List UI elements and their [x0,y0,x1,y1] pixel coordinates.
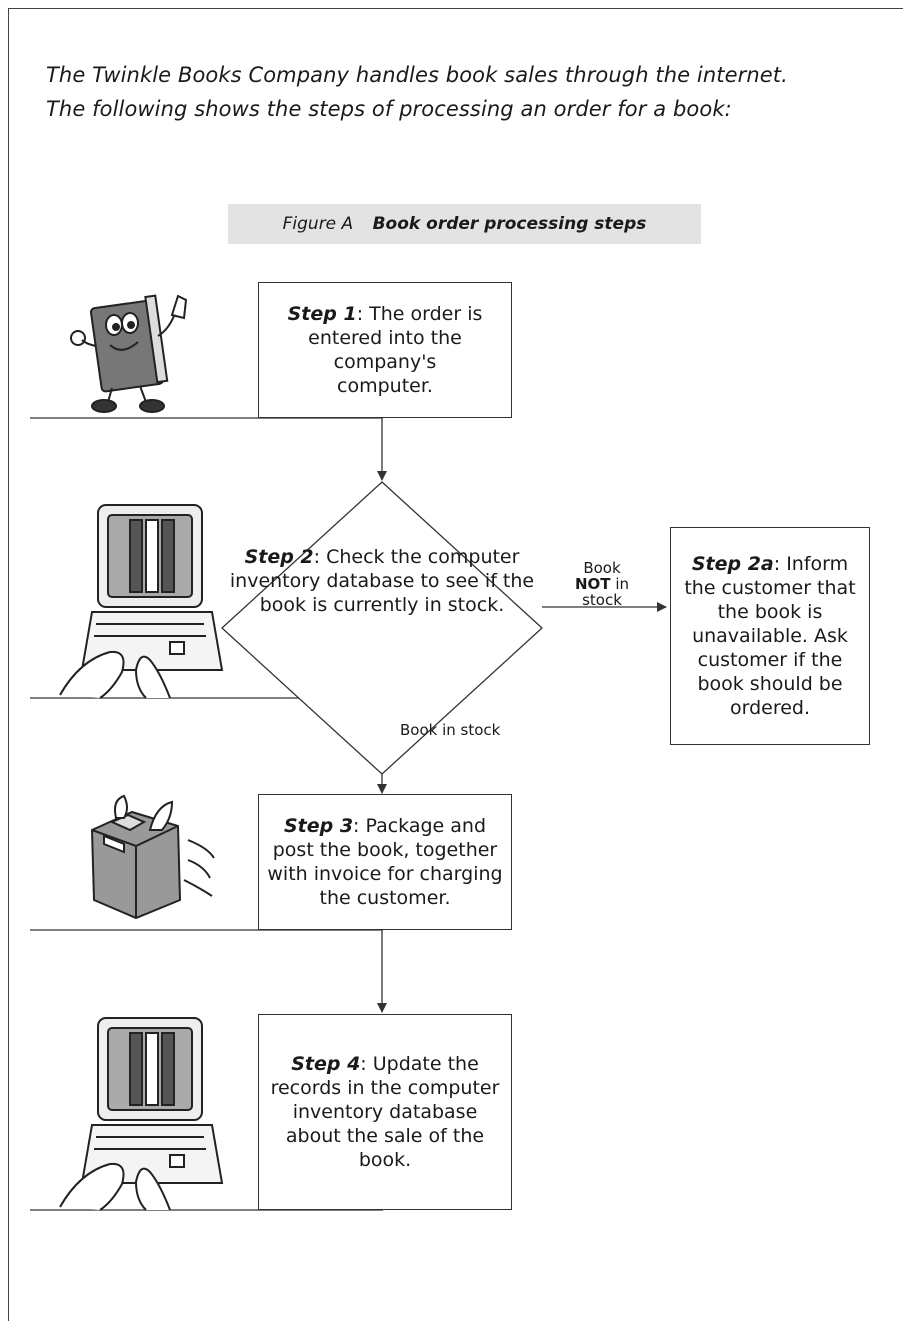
step2a-label: Step 2a [691,553,774,575]
step2-text: : Check the computer inventory database … [229,546,535,616]
step4-box: Step 4: Update the records in the comput… [258,1014,512,1210]
step1-box: Step 1: The order is entered into the co… [258,282,512,418]
computer-terminal-icon [59,504,224,699]
intro-line-2: The following shows the steps of process… [46,97,732,121]
flying-parcel-icon [90,794,215,920]
intro-line-1: The Twinkle Books Company handles book s… [46,63,788,87]
edge-label-in-stock: Book in stock [400,721,501,739]
edge-label-not-in-stock: Book NOT in stock [574,559,629,609]
figure-title: Book order processing steps [372,214,647,234]
step3-box: Step 3: Package and post the book, toget… [258,794,512,930]
step3-label: Step 3 [283,815,354,837]
intro-text: The Twinkle Books Company handles book s… [46,58,886,126]
figure-number: Figure A [282,214,354,234]
step1-text: : The order is entered into the company'… [308,303,483,397]
step2-label: Step 2 [244,546,314,568]
step3-text: : Package and post the book, together wi… [267,815,503,909]
step2a-box: Step 2a: Inform the customer that the bo… [670,527,870,745]
computer-terminal-icon [59,1017,224,1211]
step1-label: Step 1 [287,303,357,325]
step4-label: Step 4 [291,1053,361,1075]
step2a-text: : Inform the customer that the book is u… [684,553,856,719]
step4-text: : Update the records in the computer inv… [270,1053,500,1171]
step2-text-block: Step 2: Check the computer inventory dat… [225,545,539,617]
frame-top-border [8,8,903,9]
book-mascot-icon [70,294,188,413]
frame-left-border [8,8,9,1321]
figure-caption: Figure A Book order processing steps [228,204,701,244]
